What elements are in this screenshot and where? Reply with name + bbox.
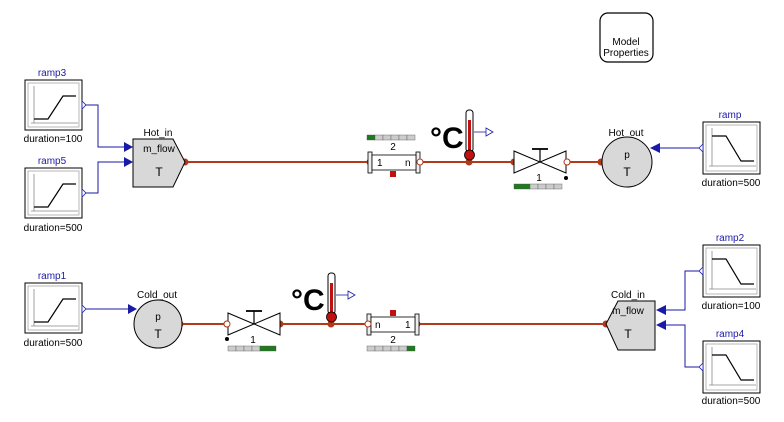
ramp2-block[interactable]: ramp2 duration=100 <box>698 233 761 312</box>
hot-out-sink[interactable]: Hot_out p T <box>601 128 653 188</box>
bottom-valve[interactable]: 1 <box>223 310 281 352</box>
ramp-block[interactable]: ramp duration=500 <box>698 110 761 189</box>
ramp-down-curve <box>712 135 754 162</box>
bottom-pipe-port-left: n <box>375 320 381 331</box>
ramp-up-curve <box>34 298 76 323</box>
cold-in-name: Cold_in <box>611 290 645 301</box>
hot-out-T: T <box>623 165 631 179</box>
thermometer-icon <box>326 272 337 323</box>
model-properties-button[interactable]: Model Properties <box>599 12 654 63</box>
hot-in-source[interactable]: Hot_in m_flow T <box>132 128 186 188</box>
ramp2-param: duration=100 <box>702 301 761 312</box>
ramp4-block[interactable]: ramp4 duration=500 <box>698 329 761 407</box>
cold-out-p: p <box>155 312 161 323</box>
ramp1-block[interactable]: ramp1 duration=500 <box>24 271 87 349</box>
ramp5-block[interactable]: ramp5 duration=500 <box>24 156 87 234</box>
ramp-up-curve <box>34 95 76 120</box>
cold-out-name: Cold_out <box>137 290 177 301</box>
ramp-name: ramp <box>719 110 742 121</box>
bottom-valve-label: 1 <box>250 335 256 346</box>
ramp3-name: ramp3 <box>38 68 67 79</box>
ramp2-name: ramp2 <box>716 233 745 244</box>
properties-line2: Properties <box>603 48 649 59</box>
cold-in-T: T <box>624 327 632 341</box>
cold-out-T: T <box>154 327 162 341</box>
hot-in-mflow: m_flow <box>143 144 175 155</box>
cold-out-sink[interactable]: Cold_out p T <box>133 290 183 349</box>
bottom-valve-indicator <box>227 345 277 352</box>
ramp1-param: duration=500 <box>24 338 83 349</box>
signal-arrowheads <box>124 142 666 330</box>
bottom-pipe[interactable]: n 1 2 <box>364 310 420 352</box>
top-valve[interactable]: 1 <box>513 148 571 190</box>
top-pipe[interactable]: 2 1 n <box>366 134 424 177</box>
ramp3-block[interactable]: ramp3 duration=100 <box>24 68 87 145</box>
thermometer-icon <box>464 109 475 161</box>
cold-in-source[interactable]: Cold_in m_flow T <box>605 290 656 351</box>
top-pipe-index: 2 <box>390 142 396 153</box>
ramp5-param: duration=500 <box>24 223 83 234</box>
bottom-pipe-port-right: 1 <box>405 320 411 331</box>
hot-in-name: Hot_in <box>144 128 173 139</box>
hot-out-p: p <box>624 150 630 161</box>
ramp5-name: ramp5 <box>38 156 67 167</box>
ramp1-name: ramp1 <box>38 271 67 282</box>
ramp3-param: duration=100 <box>24 134 83 145</box>
ramp-down-curve <box>712 258 754 285</box>
hot-out-name: Hot_out <box>608 128 643 139</box>
top-pipe-indicator <box>366 134 416 141</box>
ramp-param: duration=500 <box>702 178 761 189</box>
bottom-pipe-index: 2 <box>390 335 396 346</box>
top-sensor-unit: °C <box>430 122 464 155</box>
top-temperature-sensor[interactable]: °C <box>430 109 494 161</box>
ramp4-name: ramp4 <box>716 329 745 340</box>
top-valve-indicator <box>513 183 563 190</box>
properties-line1: Model <box>612 37 639 48</box>
ramp-up-curve <box>34 183 76 208</box>
top-pipe-port-left: 1 <box>377 158 383 169</box>
ramp4-param: duration=500 <box>702 396 761 407</box>
cold-in-mflow: m_flow <box>612 306 644 317</box>
top-valve-label: 1 <box>536 173 542 184</box>
hot-in-T: T <box>155 165 163 179</box>
signal-wires <box>84 104 700 368</box>
bottom-sensor-unit: °C <box>291 284 325 317</box>
bottom-temperature-sensor[interactable]: °C <box>291 272 356 323</box>
bottom-pipe-indicator <box>366 345 416 352</box>
top-pipe-port-right: n <box>405 158 411 169</box>
ramp-down-curve <box>712 354 754 381</box>
